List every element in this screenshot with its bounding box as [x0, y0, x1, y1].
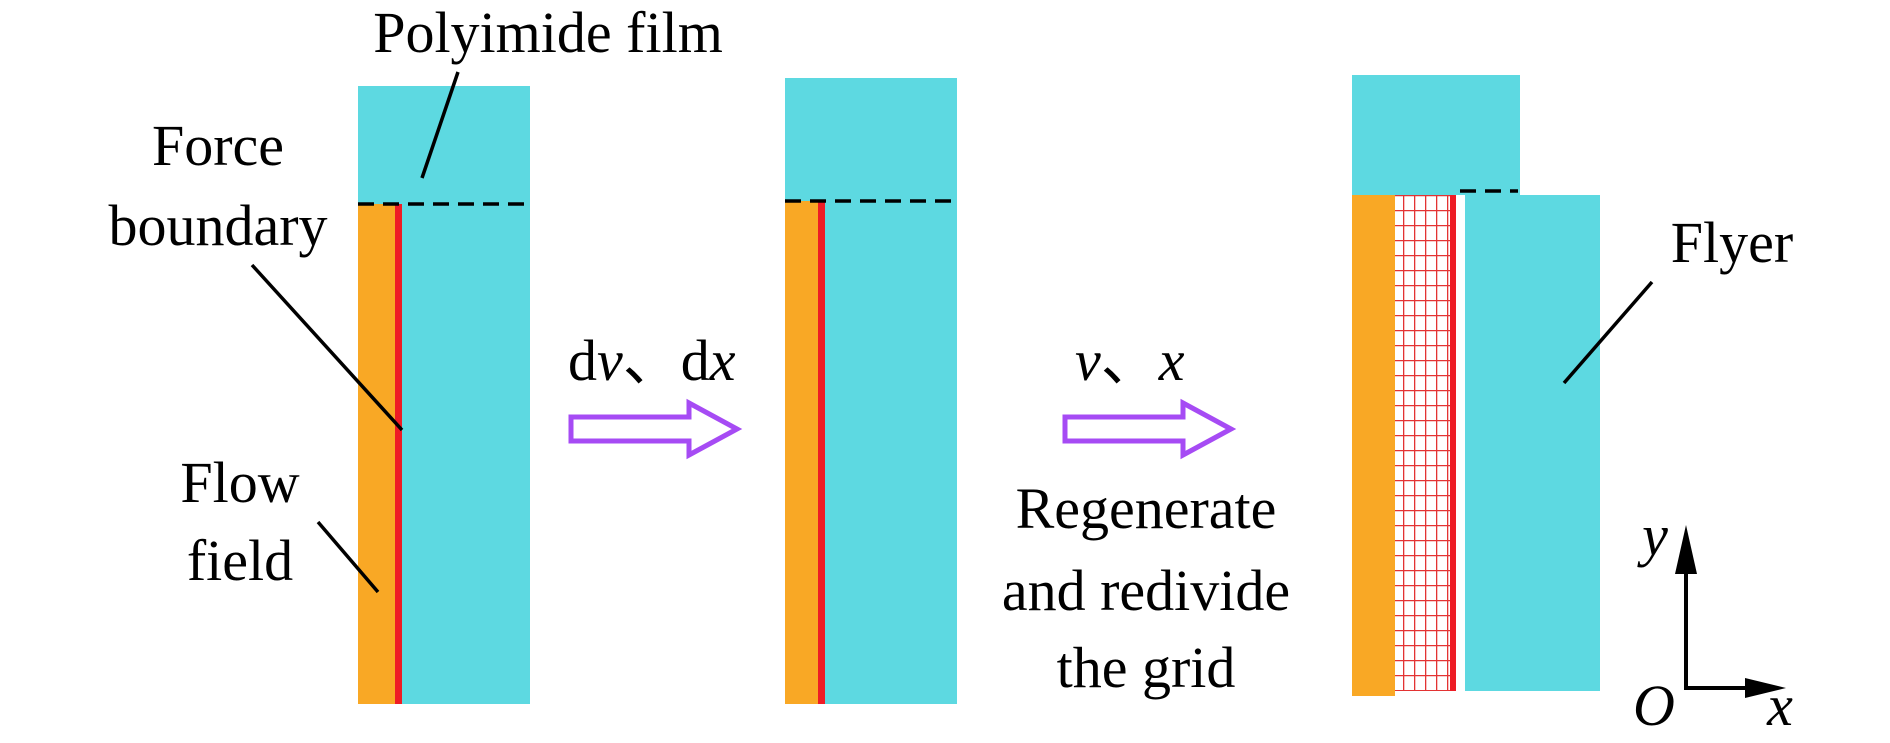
- regenerated-grid-mesh: [1395, 195, 1450, 691]
- flow-field-layer: [358, 204, 398, 704]
- regenerate-label-line1: Regenerate: [1016, 476, 1277, 541]
- step2-state-label: v、x: [1075, 328, 1185, 393]
- flow-field-leader: [316, 520, 380, 594]
- x-axis-arrowhead: [1745, 678, 1786, 698]
- y-axis-arrowhead: [1675, 525, 1697, 574]
- step2-arrow: [1062, 398, 1237, 460]
- x-axis-label: x: [1766, 673, 1793, 738]
- panel-initial: [358, 86, 532, 704]
- polyimide-film-remainder: [1352, 75, 1520, 195]
- flow-field-layer: [1352, 195, 1395, 696]
- step1-arrow: [568, 398, 743, 460]
- flow-field-label-line2: field: [187, 528, 293, 593]
- force-boundary-line: [1450, 195, 1456, 691]
- flow-field-layer: [785, 201, 821, 704]
- flyer-block: [1465, 195, 1600, 691]
- origin-label: O: [1633, 673, 1675, 738]
- flyer-label: Flyer: [1671, 210, 1793, 275]
- panel-regenerated: [1352, 75, 1600, 696]
- regenerate-label-line3: the grid: [1057, 635, 1236, 700]
- coordinate-axes: y O x: [1633, 503, 1793, 738]
- panel-after-increment: [785, 78, 959, 704]
- flyer-leader: [1562, 280, 1654, 385]
- force-boundary-label-line1: Force: [152, 113, 284, 178]
- force-boundary-line: [818, 201, 825, 704]
- regenerate-label-line2: and redivide: [1002, 558, 1290, 623]
- y-axis-label: y: [1637, 503, 1668, 568]
- polyimide-film-label: Polyimide film: [373, 0, 723, 65]
- force-boundary-leader: [250, 263, 404, 432]
- force-boundary-line: [395, 204, 402, 704]
- flow-field-label-line1: Flow: [180, 450, 299, 515]
- step1-increment-label: dv、dx: [568, 328, 736, 393]
- force-boundary-label-line2: boundary: [108, 193, 327, 258]
- polyimide-film-leader: [420, 71, 460, 179]
